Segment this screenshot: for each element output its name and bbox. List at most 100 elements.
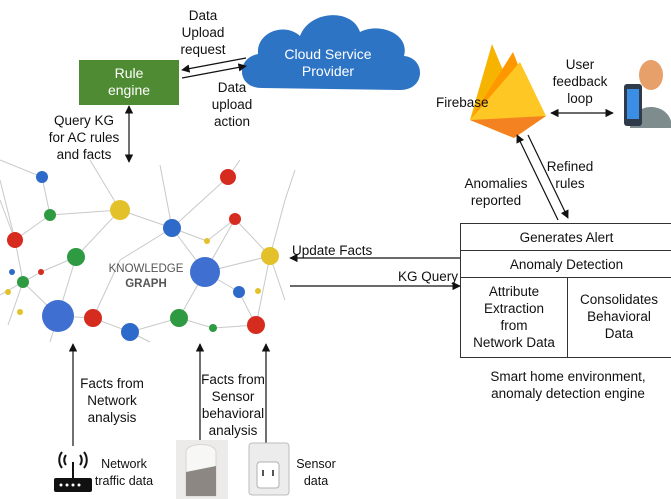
engine-caption: Smart home environment, anomaly detectio… — [470, 368, 666, 402]
facts-sensor-line2: Sensor — [211, 389, 255, 404]
kg-node — [220, 169, 236, 185]
kg-node — [229, 213, 241, 225]
user-feedback-line3: loop — [567, 91, 593, 106]
smart-plug-icon — [248, 442, 290, 496]
generates-alert-label: Generates Alert — [519, 230, 614, 245]
kg-node — [38, 269, 44, 275]
network-traffic-label: Network traffic data — [92, 456, 156, 490]
kg-node — [17, 309, 23, 315]
cloud-label-line2: Provider — [301, 63, 355, 79]
arrow-upload-action — [181, 63, 247, 79]
arrow-refined-rules — [527, 134, 569, 219]
engine-caption-line2: anomaly detection engine — [491, 386, 645, 401]
rule-engine-label: Rule engine — [79, 65, 179, 99]
kg-node — [84, 309, 102, 327]
consolidates-label: Consolidates Behavioral Data — [567, 291, 671, 342]
user-phone-icon — [624, 60, 671, 128]
consolidates-line2: Behavioral — [587, 309, 651, 324]
kg-node — [17, 276, 29, 288]
upload-request-line3: request — [180, 42, 226, 57]
kg-node — [261, 247, 279, 265]
anomalies-reported-line2: reported — [470, 193, 522, 208]
arrows — [68, 57, 614, 446]
knowledge-graph-label: KNOWLEDGE GRAPH — [108, 262, 184, 292]
upload-action-line3: action — [213, 114, 251, 129]
facts-sensor-line3: behavioral — [201, 406, 265, 421]
firebase-flame-icon — [470, 44, 546, 138]
attribute-extraction-label: Attribute Extraction from Network Data — [461, 283, 567, 351]
smart-speaker-icon — [176, 440, 228, 499]
generates-alert-box: Generates Alert — [460, 223, 671, 251]
upload-action-line1: Data — [217, 80, 247, 95]
facts-network-line2: Network — [87, 393, 137, 408]
facts-sensor-line1: Facts from — [201, 372, 265, 387]
facts-sensor-line4: analysis — [208, 423, 258, 438]
engine-caption-line1: Smart home environment, — [490, 369, 646, 384]
anomaly-detection-label: Anomaly Detection — [509, 257, 624, 272]
facts-network-label: Facts from Network analysis — [77, 375, 147, 426]
arrow-upload-request — [181, 57, 247, 73]
kg-label-line2: GRAPH — [125, 278, 167, 290]
refined-rules-line2: rules — [555, 176, 585, 191]
kg-node — [42, 300, 74, 332]
user-feedback-line1: User — [565, 57, 595, 72]
kg-node — [67, 248, 85, 266]
query-kg-line2: for AC rules — [48, 130, 120, 145]
rule-engine-box: Rule engine — [79, 60, 179, 105]
network-traffic-line2: traffic data — [94, 474, 154, 488]
upload-action-label: Data upload action — [200, 79, 264, 130]
kg-node — [233, 286, 245, 298]
consolidates-line1: Consolidates — [579, 292, 659, 307]
attribute-extraction-box: Attribute Extraction from Network Data — [460, 277, 568, 358]
kg-node — [7, 232, 23, 248]
kg-node — [204, 238, 210, 244]
knowledge-graph-nodes — [5, 169, 279, 341]
network-traffic-line1: Network — [101, 457, 147, 471]
kg-node — [163, 219, 181, 237]
attribute-extraction-line3: from — [500, 318, 528, 333]
upload-request-line2: Upload — [181, 25, 225, 40]
query-kg-line1: Query KG — [53, 113, 115, 128]
query-kg-line3: and facts — [56, 147, 112, 162]
attribute-extraction-line2: Extraction — [483, 301, 545, 316]
rule-engine-line1: Rule — [114, 65, 144, 81]
kg-query-label: KG Query — [397, 269, 458, 284]
consolidates-box: Consolidates Behavioral Data — [567, 277, 671, 358]
upload-action-line2: upload — [211, 97, 253, 112]
firebase-label: Firebase — [436, 95, 489, 110]
attribute-extraction-line1: Attribute — [488, 284, 540, 299]
kg-node — [110, 200, 130, 220]
anomalies-reported-line1: Anomalies — [464, 176, 528, 191]
kg-node — [44, 209, 56, 221]
sensor-data-line1: Sensor — [296, 457, 336, 471]
facts-network-line3: analysis — [87, 410, 137, 425]
anomalies-reported-label: Anomalies reported — [458, 175, 534, 209]
sensor-data-label: Sensor data — [292, 456, 340, 490]
refined-rules-label: Refined rules — [542, 158, 598, 192]
refined-rules-line1: Refined — [546, 159, 594, 174]
cloud-service-label: Cloud Service Provider — [268, 46, 388, 80]
sensor-data-line2: data — [303, 474, 329, 488]
cloud-icon — [241, 15, 421, 90]
facts-network-line1: Facts from — [80, 376, 144, 391]
attribute-extraction-line4: Network Data — [473, 335, 555, 350]
wifi-router-icon — [54, 451, 92, 492]
upload-request-line1: Data — [188, 8, 218, 23]
cloud-label-line1: Cloud Service — [284, 46, 372, 62]
consolidates-line3: Data — [604, 326, 634, 341]
kg-node — [121, 323, 139, 341]
kg-node — [247, 316, 265, 334]
kg-label-line1: KNOWLEDGE — [108, 263, 184, 275]
kg-node — [170, 309, 188, 327]
kg-node — [5, 289, 11, 295]
query-kg-label: Query KG for AC rules and facts — [44, 112, 124, 163]
kg-node — [9, 269, 15, 275]
kg-node — [209, 324, 217, 332]
user-feedback-line2: feedback — [552, 74, 608, 89]
update-facts-label: Update Facts — [292, 243, 373, 258]
anomaly-detection-box: Anomaly Detection — [460, 250, 671, 278]
kg-node — [190, 257, 220, 287]
kg-node — [36, 171, 48, 183]
rule-engine-line2: engine — [107, 82, 151, 98]
